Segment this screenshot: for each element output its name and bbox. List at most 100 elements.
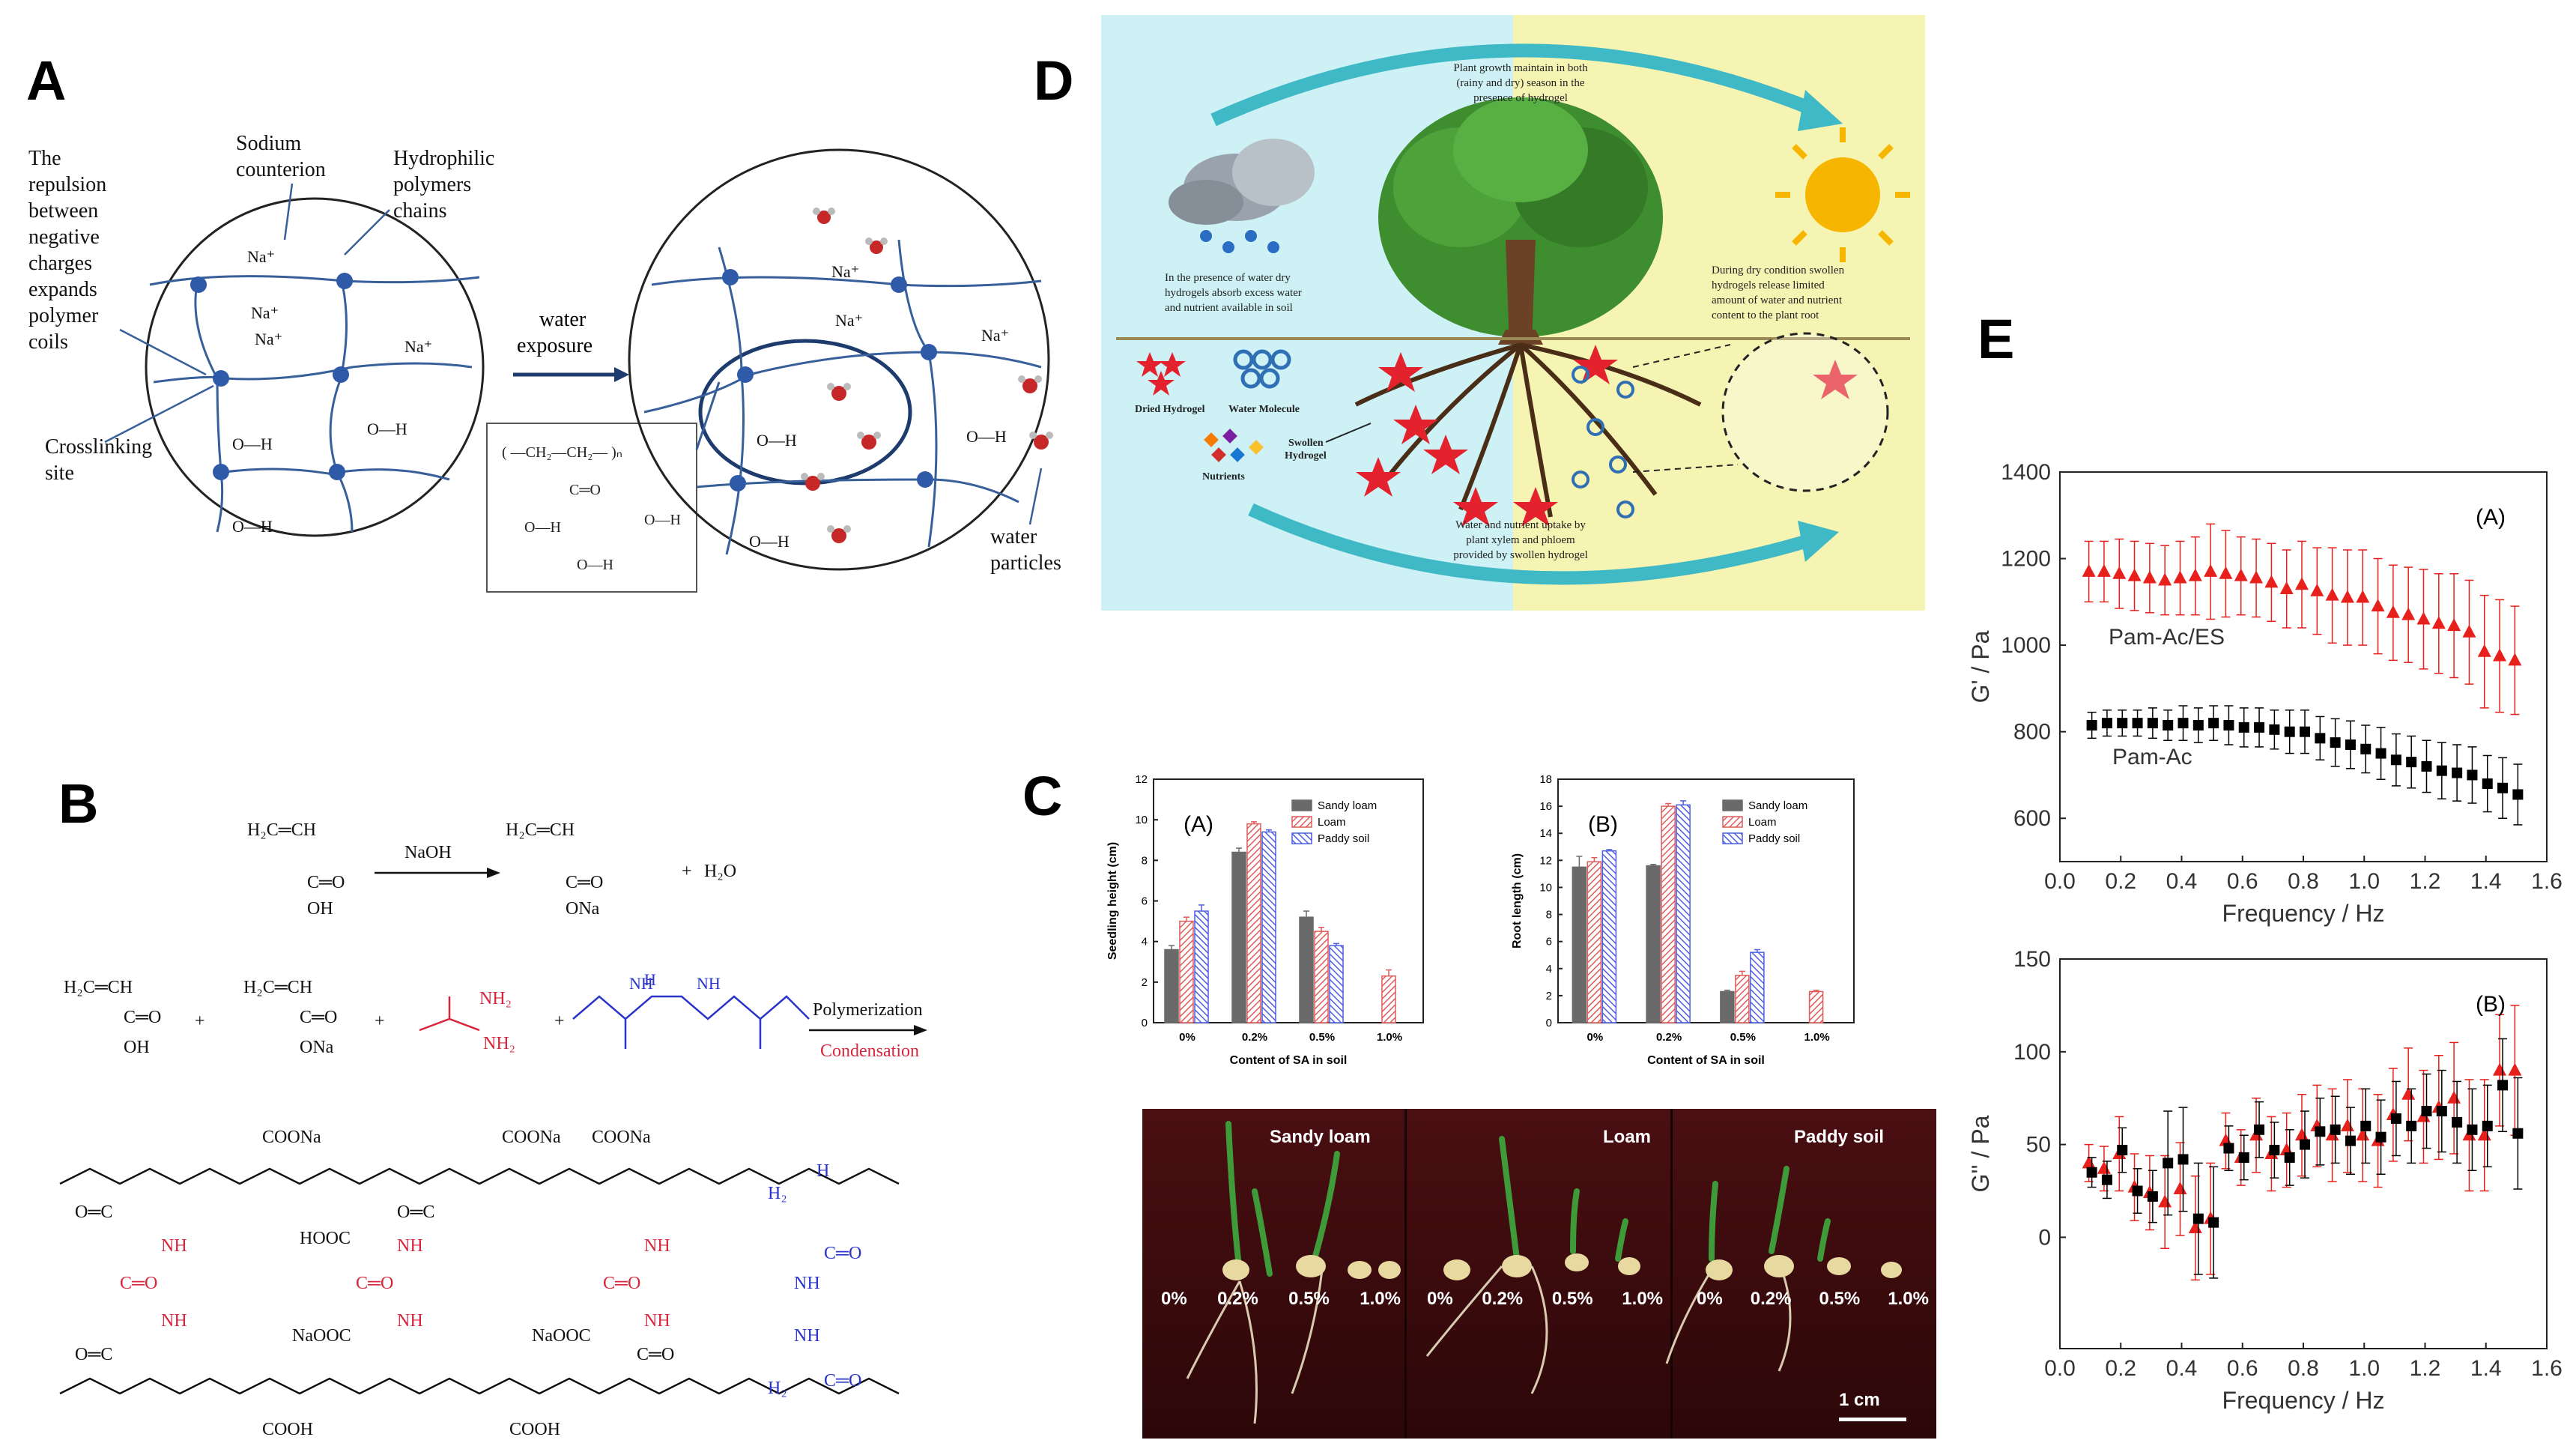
bar [1601, 850, 1617, 1023]
y-tick-label: 600 [2013, 806, 2051, 831]
carbonyl: O═C [75, 1345, 112, 1364]
svg-text:Hydrogel: Hydrogel [1285, 450, 1327, 462]
data-point-square [2406, 1120, 2417, 1131]
svg-text:O—H: O—H [577, 557, 613, 573]
svg-text:provided by swollen hydrogel: provided by swollen hydrogel [1453, 549, 1588, 561]
panel-b-synthesis-scheme: H₂C═CH C═O OH NaOH H₂C═CH C═O ONa + H₂O … [59, 820, 927, 1439]
na-label: Na⁺ [251, 303, 279, 322]
pct-row-sandy: 0%0.2%0.5%1.0% [1161, 1289, 1401, 1310]
na-label: Na⁺ [404, 337, 432, 356]
data-point-square [2406, 757, 2417, 768]
na-label: Na⁺ [831, 262, 859, 281]
pct-label: 0% [1427, 1289, 1453, 1309]
pct-row-paddy: 0%0.2%0.5%1.0% [1697, 1289, 1929, 1310]
mba-nh: NH [697, 974, 721, 993]
na-label: Na⁺ [247, 247, 275, 266]
x-tick-label: 0.4 [2166, 1356, 2198, 1381]
oh-label: O—H [367, 420, 407, 438]
bar [1661, 805, 1676, 1023]
svg-text:hydrogels absorb excess water: hydrogels absorb excess water [1165, 287, 1302, 299]
x-axis-label: Frequency / Hz [2222, 1387, 2385, 1414]
svg-text:presence of hydrogel: presence of hydrogel [1473, 92, 1568, 104]
data-point-square [2436, 765, 2447, 776]
hydrogel-stars [1356, 345, 1858, 527]
svg-text:+: + [682, 862, 692, 881]
data-point-square [2512, 789, 2524, 800]
legend-label: Paddy soil [1748, 832, 1800, 845]
svg-text:H₂C═CH: H₂C═CH [64, 978, 133, 997]
x-tick-label: 1.6 [2531, 869, 2562, 894]
y-axis-label: G' / Pa [1967, 630, 1994, 703]
svg-text:water: water [990, 525, 1037, 548]
data-point-triangle [2340, 1118, 2354, 1131]
svg-text:and nutrient available in soil: and nutrient available in soil [1165, 302, 1293, 314]
pct-label: 0.2% [1750, 1289, 1792, 1309]
svg-text:NH: NH [794, 1326, 820, 1346]
panel-sublabel: (A) [1184, 812, 1213, 837]
urea-structure: NH₂ NH₂ [419, 989, 515, 1053]
legend-label: Sandy loam [1748, 799, 1807, 812]
svg-text:Dried Hydrogel: Dried Hydrogel [1135, 404, 1205, 415]
x-tick-label: 0.5% [1730, 1031, 1756, 1044]
y-tick-label: 8 [1546, 909, 1552, 922]
svg-text:Polymerization: Polymerization [813, 1000, 923, 1020]
data-point-triangle [2386, 605, 2400, 618]
panel-sublabel: (B) [2476, 992, 2506, 1017]
plus-sign: + [554, 1011, 565, 1031]
monomer-reaction: H₂C═CH C═O OH + H₂C═CH C═O ONa + [64, 978, 385, 1057]
mba-nh: NH [629, 974, 653, 993]
svg-text:H₂: H₂ [768, 1379, 787, 1398]
x-tick-label: 0.2% [1656, 1031, 1682, 1044]
oh-label: O—H [232, 517, 273, 536]
data-point-triangle [2264, 575, 2279, 588]
data-point-triangle [2173, 570, 2187, 584]
y-tick-label: 2 [1546, 990, 1552, 1002]
data-point-triangle [2340, 590, 2354, 603]
pct-label: 0.2% [1217, 1289, 1258, 1309]
svg-text:water: water [539, 308, 587, 331]
carbonyl: C═O [637, 1345, 674, 1364]
svg-text:NH₂: NH₂ [479, 989, 512, 1008]
naooc-group: NaOOC [532, 1326, 591, 1346]
y-tick-label: 16 [1539, 800, 1552, 813]
photo-divider [1404, 1109, 1407, 1439]
data-point-square [2360, 743, 2372, 754]
data-point-triangle [2401, 607, 2416, 620]
svg-text:content to the plant root: content to the plant root [1712, 309, 1819, 321]
cloud-icon [1169, 139, 1315, 253]
repulsion-label: The repulsion between negative charges e… [28, 147, 106, 354]
series-label: Pam-Ac [2112, 745, 2192, 769]
svg-text:(rainy and dry) season in the: (rainy and dry) season in the [1456, 77, 1585, 89]
sodium-counterion-label: Sodium counterion [236, 132, 326, 181]
data-point-triangle [2295, 577, 2309, 590]
svg-text:Swollen: Swollen [1288, 438, 1324, 449]
x-tick-label: 1.2 [2410, 1356, 2441, 1381]
x-tick-label: 1.4 [2470, 869, 2502, 894]
data-point-triangle [2325, 587, 2339, 601]
bar [1750, 952, 1765, 1023]
bar [1179, 920, 1194, 1023]
x-axis-label: Frequency / Hz [2222, 900, 2385, 927]
data-point-square [2284, 726, 2295, 737]
tree-canopy [1378, 97, 1663, 337]
y-tick-label: 14 [1539, 827, 1552, 840]
y-axis-label: G'' / Pa [1967, 1115, 1994, 1192]
x-tick-label: 1.0% [1377, 1031, 1402, 1044]
swollen-network-circle [628, 148, 1050, 571]
svg-text:Plant growth maintain in both: Plant growth maintain in both [1453, 62, 1588, 74]
photo-divider [1670, 1109, 1673, 1439]
polymer-backbone [59, 1167, 900, 1395]
label-pointers [104, 183, 390, 444]
data-point-square [2315, 733, 2326, 744]
y-tick-label: 1400 [2001, 460, 2051, 485]
root-zoom-circle [1721, 332, 1889, 492]
data-point-square [2497, 782, 2509, 793]
mba-crosslink: H₂ H C═O NH NH C═O H₂ [768, 1161, 861, 1398]
bar [1735, 975, 1750, 1023]
data-point-triangle [2416, 611, 2431, 625]
data-point-triangle [2204, 563, 2218, 577]
svg-text:H₂: H₂ [768, 1184, 787, 1203]
x-tick-label: 1.4 [2470, 1356, 2502, 1381]
